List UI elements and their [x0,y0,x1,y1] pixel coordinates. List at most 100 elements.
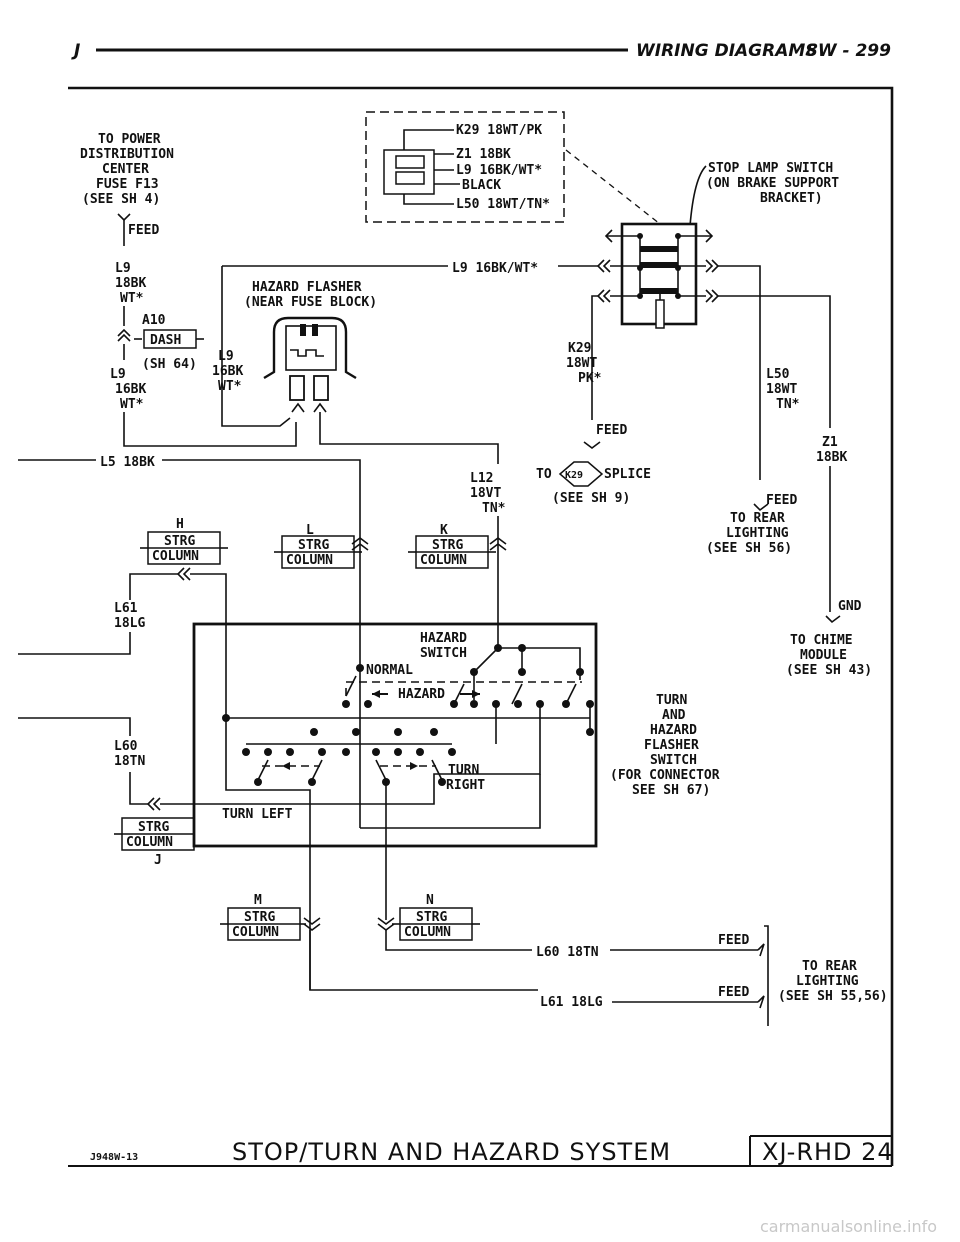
k29-wire-c: PK* [578,371,602,386]
turn-switch-label-7: SEE SH 67) [632,783,710,798]
l61-b: 18LG [114,616,145,631]
flasher-label-1: HAZARD FLASHER [252,280,362,295]
k29-wire [591,295,598,420]
l60-b: 18TN [114,754,145,769]
l9-lower-c: WT* [120,397,144,412]
inset-leader [565,149,661,225]
inset-z1: Z1 18BK [456,147,511,162]
strg-h-bot: COLUMN [152,549,199,564]
l50-a: L50 [766,367,790,382]
bottom-l60-label: L60 18TN [536,945,599,960]
splice-code: K29 [565,470,583,481]
strg-m-top: STRG [244,910,275,925]
splice-label: SPLICE [604,467,651,482]
power-label-1: TO POWER [98,132,161,147]
l5-label: L5 18BK [100,455,155,470]
k29-feed: FEED [596,423,627,438]
l12-b: 18VT [470,486,501,501]
l60-bottom-wire [385,930,532,951]
header-left: J [71,41,80,61]
turn-hazard-switch-box [192,622,598,848]
l9-lower-a: L9 [110,367,126,382]
rear2-label-1: TO REAR [802,959,857,974]
z1-a: Z1 [822,435,838,450]
dash-connector-symbol [117,328,131,342]
power-feed-arrow [117,213,131,222]
l61-a: L61 [114,601,138,616]
chime-label-1: TO CHIME [790,633,853,648]
z1-gnd: GND [838,599,862,614]
z1-b: 18BK [816,450,847,465]
l61-wire [190,573,311,990]
rear2-label-3: (SEE SH 55,56) [778,989,888,1004]
turn-switch-label-4: FLASHER [644,738,699,753]
l60-a: L60 [114,739,138,754]
pin-n: N [426,893,434,908]
page-frame [68,86,894,1166]
feed-l60: FEED [718,933,749,948]
turn-switch-label-3: HAZARD [650,723,697,738]
sh64-label: (SH 64) [142,357,197,372]
l12-wire-top [319,412,499,464]
strg-m-bot: COLUMN [232,925,279,940]
k29-wire-b: 18WT [566,356,597,371]
turn-switch-label-1: TURN [656,693,687,708]
l5-wire [162,459,361,828]
l61-bottom-wire [309,930,538,991]
header-title: WIRING DIAGRAMS [636,41,818,61]
a10-label: A10 [142,313,166,328]
z1-wire [718,295,831,428]
watermark: carmanualsonline.info [760,1217,937,1236]
hazard-switch-label-1: HAZARD [420,631,467,646]
power-label-3: CENTER [102,162,149,177]
l9-to-flasher-wire [123,412,297,447]
rear2-bracket [764,925,769,1026]
power-label-4: FUSE F13 [96,177,159,192]
chime-label-2: MODULE [800,648,847,663]
l9-flasher-b: 16BK [212,364,243,379]
strg-j-bot: COLUMN [126,835,173,850]
header-page: 8W - 299 [806,41,891,61]
inset-black: BLACK [462,178,501,193]
flasher-label-2: (NEAR FUSE BLOCK) [244,295,377,310]
rear1-label-2: LIGHTING [726,526,789,541]
splice-to: TO [536,467,552,482]
hazard-switch-label-2: SWITCH [420,646,467,661]
stop-switch-label-2: (ON BRAKE SUPPORT [706,176,839,191]
right-label: RIGHT [446,778,485,793]
inset-l50: L50 18WT/TN* [456,197,550,212]
l9-wire-label: L9 16BK/WT* [452,261,538,276]
pin-h: H [176,517,184,532]
l9-flasher-a: L9 [218,349,234,364]
hazard-normal-label: NORMAL [366,663,413,678]
chime-label-3: (SEE SH 43) [786,663,872,678]
pin-l: L [306,523,314,538]
l9-upper-c: WT* [120,291,144,306]
l50-b: 18WT [766,382,797,397]
splice-see: (SEE SH 9) [552,491,630,506]
l9-upper-b: 18BK [115,276,146,291]
turn-switch-label-2: AND [662,708,686,723]
l9-upper-a: L9 [115,261,131,276]
l12-c: TN* [482,501,506,516]
rear2-label-2: LIGHTING [796,974,859,989]
l9-flasher-c: WT* [218,379,242,394]
inset-k29: K29 18WT/PK [456,123,542,138]
bottom-l61-label: L61 18LG [540,995,603,1010]
footer-title: STOP/TURN AND HAZARD SYSTEM [232,1138,671,1166]
strg-h-top: STRG [164,534,195,549]
turn-switch-label-6: (FOR CONNECTOR [610,768,720,783]
pin-m: M [254,893,262,908]
rear1-label-1: TO REAR [730,511,785,526]
strg-n-top: STRG [416,910,447,925]
splice-diamond [558,461,604,487]
power-label-5: (SEE SH 4) [82,192,160,207]
hazard-position-label: HAZARD [398,687,445,702]
pin-k: K [440,523,448,538]
power-feed-label: FEED [128,223,159,238]
stop-switch-label-1: STOP LAMP SWITCH [708,161,833,176]
inset-connector-frame [365,111,565,223]
k29-wire-a: K29 [568,341,591,356]
stop-switch-label-3: BRACKET) [760,191,823,206]
